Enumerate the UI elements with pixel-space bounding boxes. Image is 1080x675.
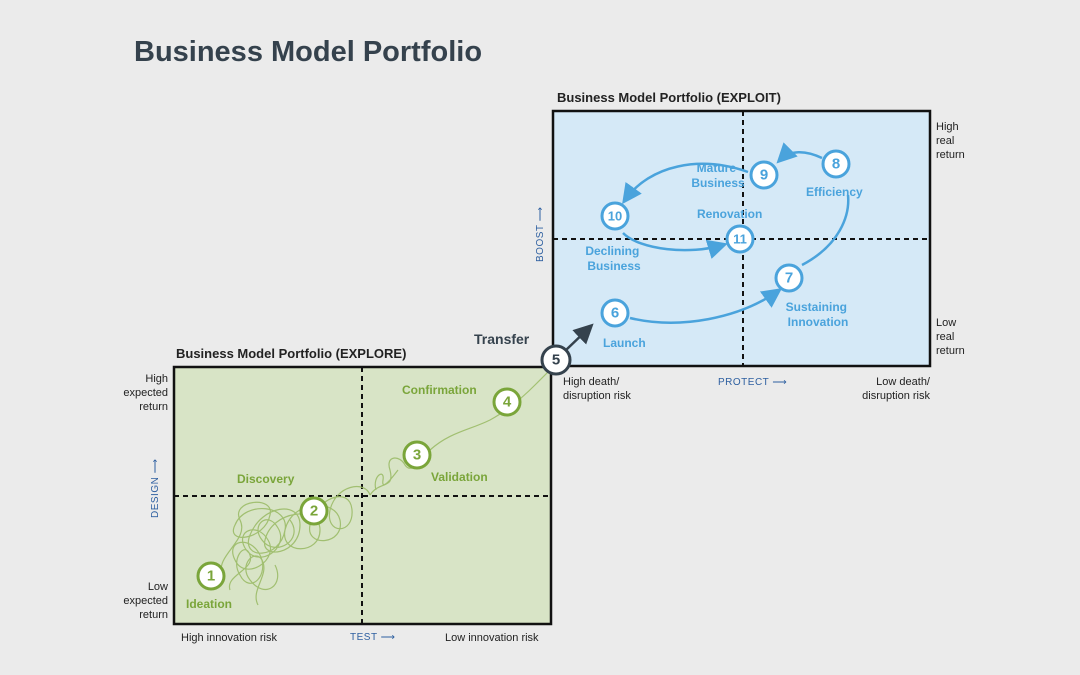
- stage-7: 7: [774, 263, 804, 293]
- transfer-arrow: [565, 323, 594, 351]
- exploit-title: Business Model Portfolio (EXPLOIT): [557, 90, 781, 105]
- stage-8: 8: [821, 149, 851, 179]
- stage-5: 5: [540, 344, 572, 376]
- stage-8-label: Efficiency: [806, 185, 863, 199]
- page-title: Business Model Portfolio: [134, 36, 483, 68]
- stage-5-number: 5: [552, 352, 560, 369]
- exploit-x-right: Low death/ disruption risk: [862, 376, 930, 402]
- stage-10: 10: [600, 201, 630, 231]
- stage-2: 2: [299, 496, 329, 526]
- exploit-x-axis-label: PROTECT: [718, 377, 770, 388]
- stage-9-label-line2: Business: [691, 176, 745, 190]
- exploit-y-low: Low real return: [936, 317, 965, 357]
- stage-9-number: 9: [760, 167, 768, 184]
- stage-2-number: 2: [310, 503, 318, 520]
- stage-9: 9: [749, 160, 779, 190]
- stage-7-number: 7: [785, 270, 793, 287]
- stage-4-label: Confirmation: [402, 383, 477, 397]
- stage-10-label-line2: Business: [587, 259, 641, 273]
- stage-10-label: Declining Business: [585, 244, 642, 273]
- arrow-10-to-11: [622, 232, 728, 259]
- arrow-7-to-8: [801, 194, 850, 267]
- explore-y-high: High expected return: [123, 373, 168, 413]
- stage-3: 3: [402, 440, 432, 470]
- stage-11: 11: [725, 224, 755, 254]
- transfer-label: Transfer: [474, 331, 530, 347]
- stage-8-number: 8: [832, 156, 840, 173]
- stage-1: 1: [196, 561, 226, 591]
- stage-11-label: Renovation: [697, 207, 762, 221]
- stage-3-label: Validation: [431, 470, 488, 484]
- stage-9-label-line1: Mature: [697, 161, 737, 175]
- explore-title: Business Model Portfolio (EXPLORE): [176, 346, 407, 361]
- exploit-x-axis: PROTECT ⟶: [718, 377, 787, 388]
- stage-10-label-line1: Declining: [585, 244, 639, 258]
- arrow-right-icon: ⟶: [380, 632, 396, 643]
- stage-4: 4: [492, 387, 522, 417]
- stage-11-number: 11: [733, 232, 747, 247]
- stage-1-label: Ideation: [186, 597, 232, 611]
- explore-x-right: Low innovation risk: [445, 632, 539, 644]
- stage-10-number: 10: [608, 209, 622, 224]
- explore-y-low: Low expected return: [123, 581, 168, 621]
- stage-7-label-line1: Sustaining: [786, 300, 847, 314]
- arrow-right-icon: ⟶: [772, 377, 788, 388]
- stage-4-number: 4: [503, 394, 512, 411]
- explore-x-left: High innovation risk: [181, 632, 277, 644]
- stage-3-number: 3: [413, 447, 421, 464]
- arrow-8-to-9: [776, 142, 823, 164]
- explore-x-axis-label: TEST: [350, 632, 378, 643]
- stage-2-label: Discovery: [237, 472, 295, 486]
- exploit-arrows: [622, 142, 850, 324]
- stage-6: 6: [600, 298, 630, 328]
- stage-9-label: Mature Business: [691, 161, 745, 190]
- exploit-y-high: High real return: [936, 121, 965, 161]
- stage-6-number: 6: [611, 305, 619, 322]
- arrow-9-to-10: [622, 162, 749, 205]
- stage-7-label: Sustaining Innovation: [786, 300, 851, 329]
- explore-x-axis: TEST ⟶: [350, 632, 396, 643]
- stage-6-label: Launch: [603, 336, 646, 350]
- stage-7-label-line2: Innovation: [788, 315, 849, 329]
- arrow-6-to-7: [629, 288, 783, 324]
- exploit-x-left: High death/ disruption risk: [563, 376, 631, 402]
- stage-1-number: 1: [207, 568, 215, 585]
